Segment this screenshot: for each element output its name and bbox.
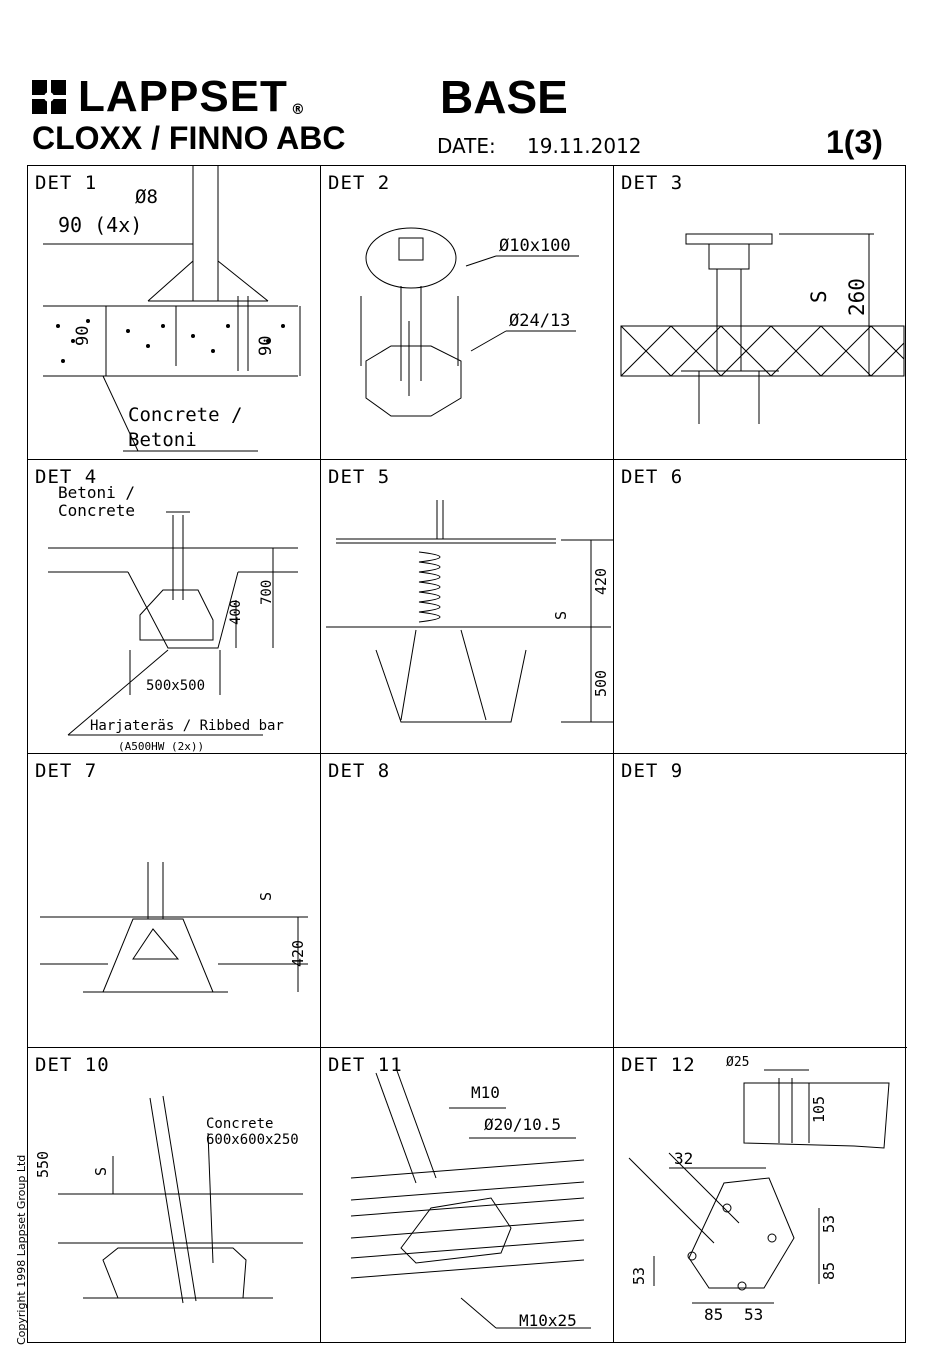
det12-diameter-text: Ø25 [726,1055,749,1070]
detail-1-drawing: Ø8 90 (4x) Concrete / Betoni 90 90 [43,166,301,452]
registered-mark: ® [290,102,305,118]
date-value: 19.11.2012 [527,134,642,158]
detail-label-5: DET 5 [328,466,391,488]
det3-s-text: S [807,290,831,303]
det10-550-text: 550 [34,1151,52,1178]
brand-name: LAPPSET [78,72,288,121]
page-number: 1(3) [826,124,883,160]
detail-label-8: DET 8 [328,760,391,782]
det4-700-text: 700 [259,580,275,605]
det11-washer-text: Ø20/10.5 [484,1115,561,1134]
detail-cell-6: DET 6 [614,460,907,754]
det3-height-text: 260 [845,278,869,316]
detail-cell-2: Ø10x100 Ø24/13 DET 2 [321,166,614,460]
date-label: DATE: [437,134,496,158]
detail-label-12: DET 12 [621,1054,696,1076]
det5-420-text: 420 [592,568,610,595]
lappset-logo: LAPPSET ® [30,72,305,122]
detail-cell-10: Concrete 600x600x250 550 S DET 10 [28,1048,321,1342]
detail-3-drawing: 260 S [620,233,905,424]
detail-label-7: DET 7 [35,760,98,782]
det5-500-text: 500 [592,670,610,697]
detail-4-drawing: Betoni / Concrete 700 400 500x500 Harjat… [48,483,298,753]
detail-11-drawing: M10 Ø20/10.5 M10x25 [350,1067,591,1330]
det1-diameter-text: Ø8 [135,186,158,208]
det4-400-text: 400 [228,600,244,625]
detail-cell-3: 260 S DET 3 [614,166,907,460]
det12-53a-text: 53 [820,1215,838,1233]
detail-cell-1: Ø8 90 (4x) Concrete / Betoni 90 90 DET 1 [28,166,321,460]
det1-dim-a-text: 90 [73,326,93,346]
det4-size-text: 500x500 [146,678,205,694]
detail-cell-12: Ø25 105 32 53 85 53 85 53 DET 12 [614,1048,907,1342]
detail-label-6: DET 6 [621,466,684,488]
det12-32-text: 32 [674,1149,693,1168]
document-title: BASE [440,71,568,123]
detail-10-drawing: Concrete 600x600x250 550 S [34,1095,303,1304]
detail-label-9: DET 9 [621,760,684,782]
detail-cell-4: Betoni / Concrete 700 400 500x500 Harjat… [28,460,321,754]
det10-s-text: S [92,1167,110,1176]
detail-2-drawing: Ø10x100 Ø24/13 [360,227,579,417]
det4-betoni-text: Betoni / [58,483,135,502]
det11-bolt-text: M10 [471,1083,500,1102]
det2-washer-text: Ø24/13 [509,311,570,331]
det12-105-text: 105 [810,1096,828,1123]
det1-concrete-text: Concrete / [128,404,242,426]
detail-label-2: DET 2 [328,172,391,194]
detail-cell-7: S 420 DET 7 [28,754,321,1048]
detail-label-10: DET 10 [35,1054,110,1076]
det12-53b-text: 53 [630,1267,648,1285]
det12-85a-text: 85 [820,1262,838,1280]
det1-dim-b-text: 90 [256,336,276,356]
detail-grid: Ø8 90 (4x) Concrete / Betoni 90 90 DET 1… [27,165,907,1343]
lappset-logo-icon [32,80,66,114]
copyright-notice: Copyright 1998 Lappset Group Ltd [15,1154,28,1345]
det5-s-text: S [552,611,570,620]
det7-420-text: 420 [289,940,307,967]
detail-label-3: DET 3 [621,172,684,194]
det4-rebar-text: Harjateräs / Ribbed bar [90,718,284,734]
detail-label-4: DET 4 [35,466,98,488]
det12-85b-text: 85 [704,1305,723,1324]
detail-12-drawing: Ø25 105 32 53 85 53 85 53 [628,1055,890,1324]
detail-cell-9: DET 9 [614,754,907,1048]
det10-size-text: 600x600x250 [206,1132,299,1148]
detail-label-1: DET 1 [35,172,98,194]
det7-s-text: S [257,892,275,901]
det11-screw-text: M10x25 [519,1311,577,1330]
det4-concrete-text: Concrete [58,501,135,520]
detail-cell-11: M10 Ø20/10.5 M10x25 DET 11 [321,1048,614,1342]
det10-concrete-text: Concrete [206,1116,273,1132]
detail-cell-8: DET 8 [321,754,614,1048]
product-name: CLOXX / FINNO ABC [32,120,346,156]
detail-cell-5: 420 S 500 DET 5 [321,460,614,754]
detail-label-11: DET 11 [328,1054,403,1076]
det2-screw-text: Ø10x100 [499,236,571,256]
detail-5-drawing: 420 S 500 [326,500,614,723]
det12-53c-text: 53 [744,1305,763,1324]
det1-depth-text: 90 (4x) [58,213,142,237]
det4-rebar-spec-text: (A500HW (2x)) [118,740,204,753]
detail-7-drawing: S 420 [40,862,308,993]
det1-betoni-text: Betoni [128,429,197,451]
